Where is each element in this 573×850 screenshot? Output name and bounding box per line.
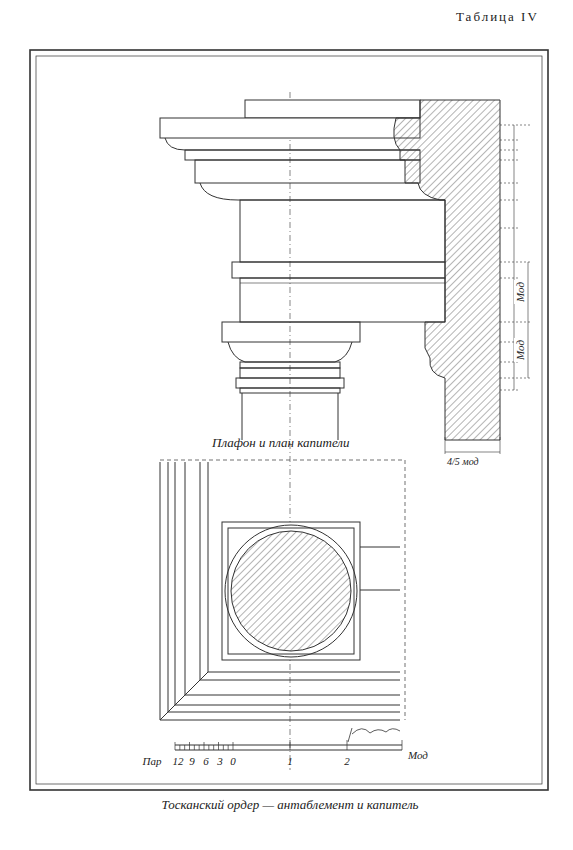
dimension-label: Мод <box>514 338 526 362</box>
scale-number: 9 <box>189 755 195 767</box>
scale-number: 12 <box>173 755 184 767</box>
scale-label: Пар <box>143 755 162 767</box>
scale-number: 1 <box>287 755 293 767</box>
scale-label: Мод <box>408 749 428 761</box>
scale-number: 3 <box>217 755 223 767</box>
table-number: Таблица IV <box>456 10 539 24</box>
scale-number: 2 <box>344 755 350 767</box>
scale-number: 6 <box>203 755 209 767</box>
scale-number: 0 <box>230 755 236 767</box>
caption: Тосканский ордер — антаблемент и капител… <box>162 798 419 812</box>
dimension-label: Мод <box>514 280 526 304</box>
view-label: Плафон и план капители <box>212 436 350 450</box>
dimension-label: 4/5 мод <box>447 456 479 467</box>
